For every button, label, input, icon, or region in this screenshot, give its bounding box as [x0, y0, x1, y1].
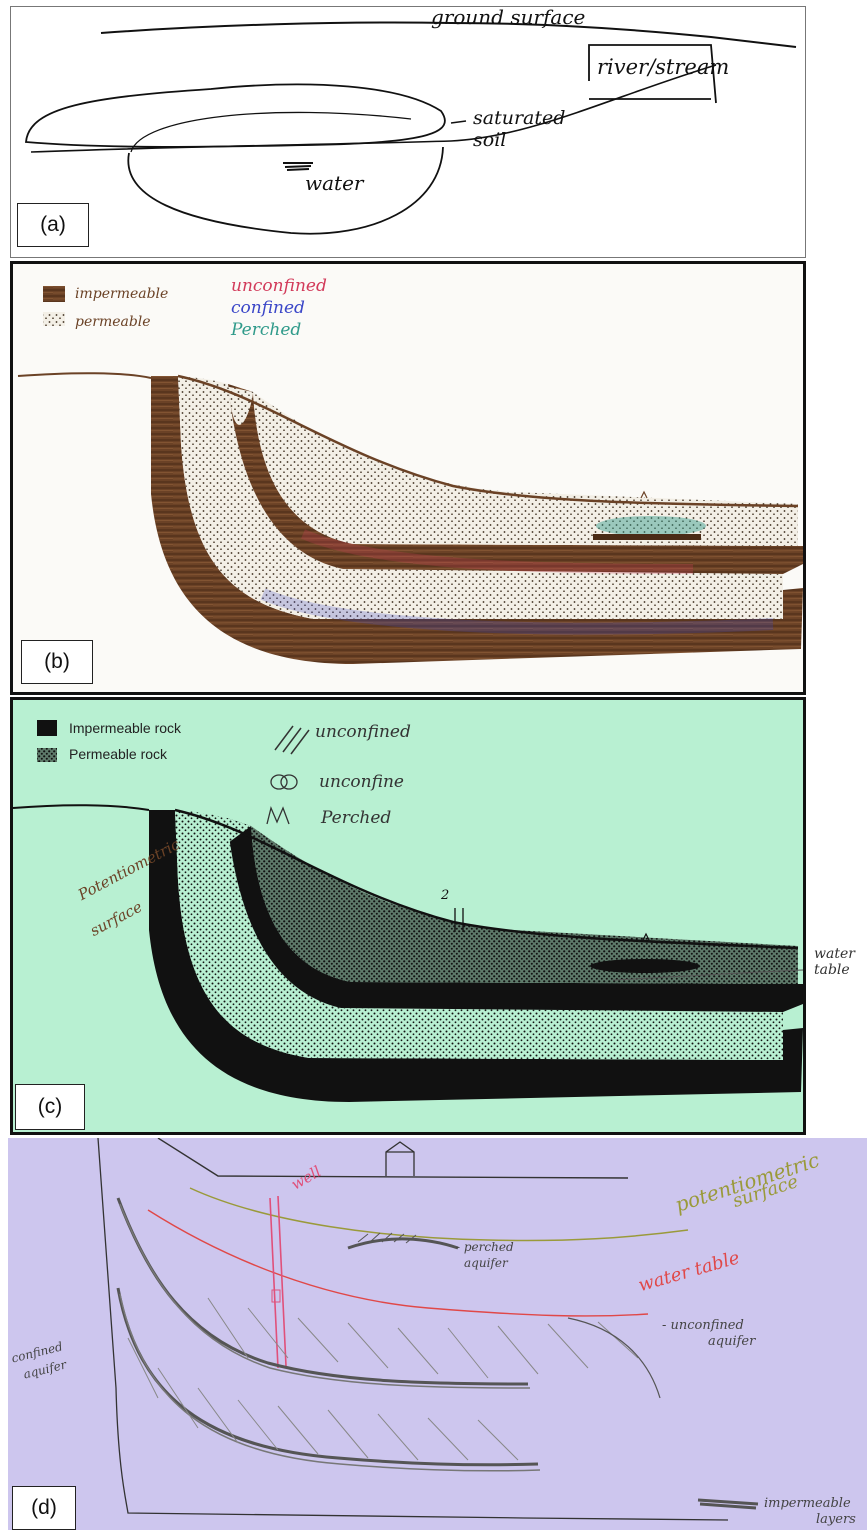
panel-a: ground surface river/stream saturated so…	[10, 6, 806, 258]
unconfined-aquifer-label: aquifer	[708, 1334, 755, 1349]
water-table-outside-label: water table	[814, 946, 864, 978]
well-marker-label: 2	[441, 888, 449, 903]
legend-impermeable-rock-label: Impermeable rock	[69, 720, 181, 736]
key-confined-label: confined	[231, 298, 305, 318]
legend-permeable-rock-label: Permeable rock	[69, 746, 167, 762]
panel-c-tag: (c)	[15, 1084, 85, 1130]
river-stream-label: river/stream	[597, 55, 729, 79]
key-unconfined-label: unconfined	[231, 276, 327, 296]
impermeable-label: impermeable	[764, 1496, 851, 1511]
panel-a-tag: (a)	[17, 203, 89, 247]
key-2-label: unconfine	[319, 772, 404, 792]
layers-label: layers	[816, 1512, 856, 1527]
legend-impermeable-label: impermeable	[75, 286, 168, 302]
perched-aquifer-label: aquifer	[464, 1256, 508, 1270]
legend-permeable-label: permeable	[75, 314, 151, 330]
unconfined-label: - unconfined	[662, 1318, 744, 1333]
panel-d-tag: (d)	[12, 1486, 76, 1530]
panel-b: impermeable permeable unconfined confine…	[10, 261, 806, 695]
panel-a-sketch	[11, 7, 806, 258]
saturated-label: saturated	[473, 107, 565, 129]
water-table-outside-word-1: water	[814, 946, 855, 962]
water-label: water	[305, 171, 363, 195]
panel-c: Impermeable rock Permeable rock unconfin…	[10, 697, 806, 1135]
key-perched-label: Perched	[231, 320, 301, 340]
panel-b-tag: (b)	[21, 640, 93, 684]
water-table-outside-word-2: table	[814, 962, 850, 978]
key-3-label: Perched	[321, 808, 391, 828]
soil-label: soil	[473, 129, 506, 151]
perched-label: - perched	[456, 1240, 514, 1254]
ground-surface-label: ground surface	[431, 6, 585, 29]
key-1-label: unconfined	[315, 722, 411, 742]
panel-d: well potentiometric surface - perched aq…	[8, 1138, 867, 1530]
